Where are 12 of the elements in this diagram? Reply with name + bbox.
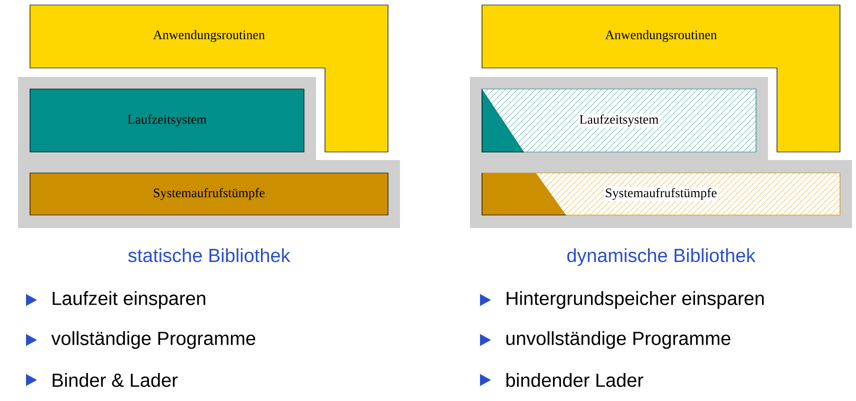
bullet-text: unvollständige Programme <box>506 331 730 349</box>
bullet-text: bindender Lader <box>506 373 644 387</box>
node-label: dynamische Bibliothek <box>567 248 756 266</box>
hatched-box: Systemaufrufstümpfe <box>482 172 840 216</box>
runtime-box: Laufzeitsystem <box>30 88 304 152</box>
bullet-text: Laufzeit einsparen <box>52 291 206 309</box>
node-label: statische Bibliothek <box>128 248 290 262</box>
bullet-text: Binder & Lader <box>52 373 178 387</box>
bullet-text: vollständige Programme <box>51 331 256 349</box>
hatched-box: Laufzeitsystem <box>482 88 756 152</box>
bullet-text: Hintergrundspeicher einsparen <box>506 291 764 309</box>
stub-box: Systemaufrufstümpfe <box>30 172 388 216</box>
